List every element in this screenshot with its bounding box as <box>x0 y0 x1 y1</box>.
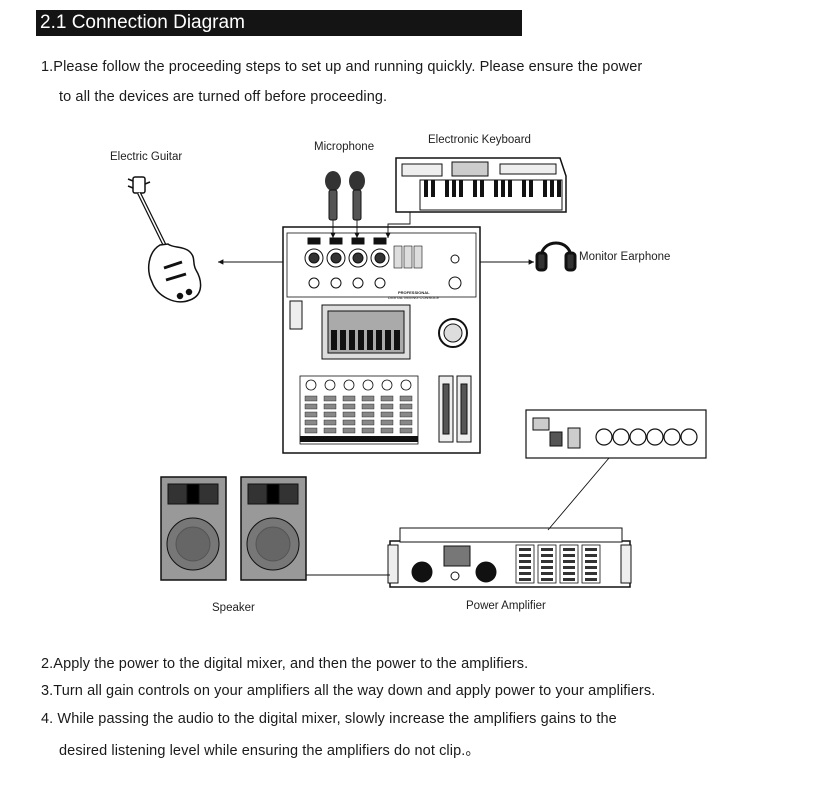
label-electronic-keyboard: Electronic Keyboard <box>428 134 531 146</box>
speaker-icon <box>160 476 307 581</box>
digital-mixer <box>282 226 481 454</box>
section-title: 2.1 Connection Diagram <box>36 10 522 36</box>
mixer-brand-label: PROFESSIONAL <box>398 290 430 295</box>
label-monitor-earphone: Monitor Earphone <box>579 251 671 263</box>
power-amplifier-icon <box>387 527 632 588</box>
electronic-keyboard-icon <box>395 157 567 213</box>
intro-line-2: to all the devices are turned off before… <box>59 89 388 105</box>
label-microphone: Microphone <box>314 141 375 153</box>
monitor-earphone-icon <box>535 241 577 272</box>
mixer-subtitle-label: DIGITAL MIXING CONSOLE <box>388 295 440 300</box>
label-electric-guitar: Electric Guitar <box>110 151 183 163</box>
step-4-line-1: 4. While passing the audio to the digita… <box>41 711 617 727</box>
signal-lines <box>218 212 610 576</box>
label-power-amplifier: Power Amplifier <box>466 600 546 612</box>
step-2: 2.Apply the power to the digital mixer, … <box>41 656 529 672</box>
electric-guitar-icon <box>127 176 202 303</box>
microphone-icon <box>325 171 365 221</box>
label-speaker: Speaker <box>212 602 255 614</box>
intro-line-1: 1.Please follow the proceeding steps to … <box>41 59 643 75</box>
mixer-rear-panel <box>525 409 707 459</box>
step-3: 3.Turn all gain controls on your amplifi… <box>41 683 656 699</box>
step-4-line-2: desired listening level while ensuring t… <box>59 743 480 759</box>
